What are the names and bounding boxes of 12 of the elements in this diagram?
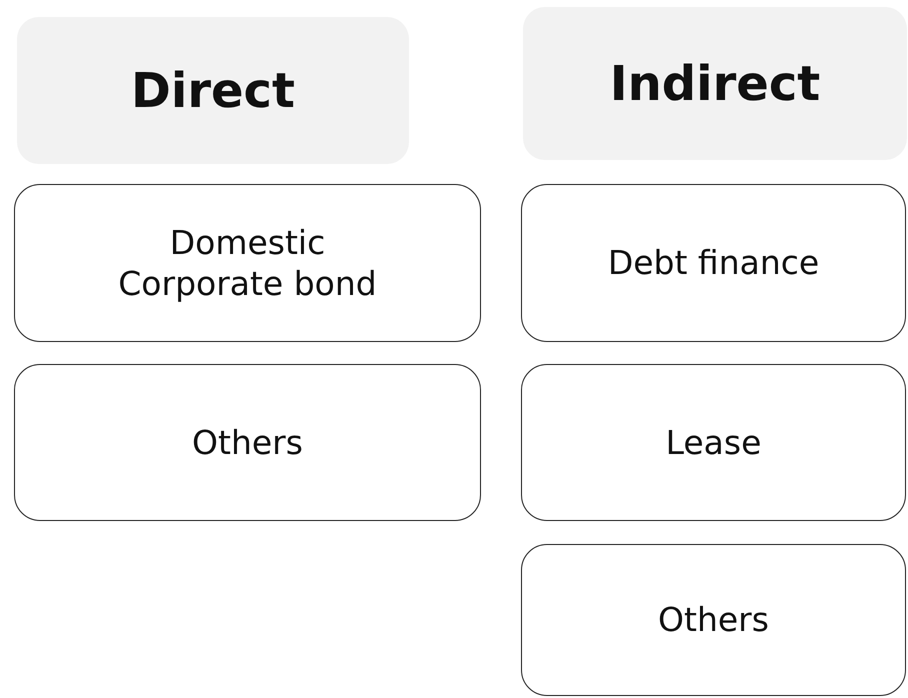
category-box <box>521 544 906 696</box>
category-label: Lease <box>664 422 762 464</box>
category-label: Debt finance <box>606 242 820 284</box>
category-label: Domestic Corporate bond <box>117 222 378 304</box>
category-box <box>14 364 481 521</box>
category-label: Others <box>657 599 770 641</box>
header-text: Direct <box>131 62 295 118</box>
category-box <box>14 184 481 342</box>
category-box <box>521 184 906 342</box>
category-box <box>521 364 906 521</box>
category-label: Others <box>191 422 304 464</box>
header-text: Indirect <box>610 56 820 112</box>
